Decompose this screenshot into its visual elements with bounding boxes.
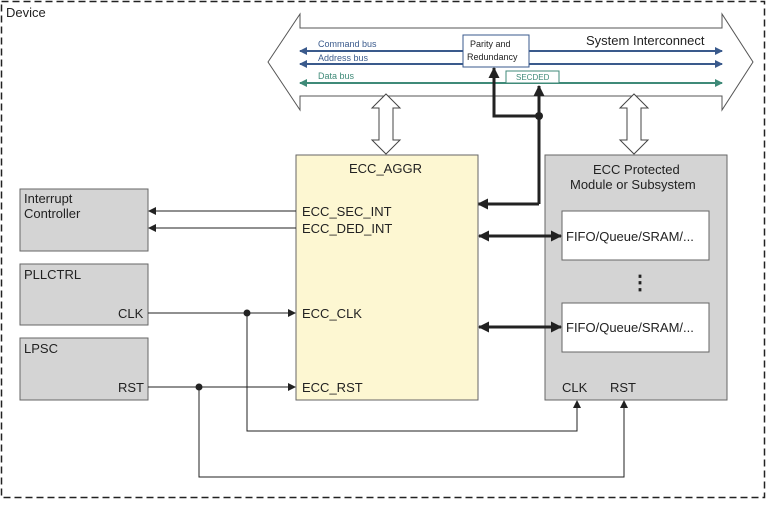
pllctrl-block <box>19 263 149 326</box>
interrupt-controller-block <box>19 188 149 252</box>
address-bus-label: Address bus <box>318 53 369 63</box>
parity-label-line2: Redundancy <box>467 52 518 62</box>
memory-block-2 <box>561 302 710 353</box>
secded-box <box>505 70 560 84</box>
memory-ellipsis: ⋮ <box>630 272 650 294</box>
data-bus-label: Data bus <box>318 71 355 81</box>
module-clk-label: CLK <box>562 380 588 395</box>
parity-error-path <box>488 67 539 118</box>
lpsc-title: LPSC <box>24 341 58 356</box>
protected-module-line2: Module or Subsystem <box>570 177 696 192</box>
lpsc-block <box>19 337 149 401</box>
ecc-clk-label: ECC_CLK <box>302 306 362 321</box>
ecc-aggr-title: ECC_AGGR <box>349 161 422 176</box>
memory-block-2-label: FIFO/Queue/SRAM/... <box>566 320 694 335</box>
parity-redundancy-box <box>462 34 530 68</box>
rst-branch-wire <box>198 387 628 478</box>
pllctrl-clk-label: CLK <box>118 306 144 321</box>
pllctrl-title: PLLCTRL <box>24 267 81 282</box>
interrupt-controller-line1: Interrupt <box>24 191 73 206</box>
aggr-interconnect-link <box>370 93 402 155</box>
protected-module-line1: ECC Protected <box>593 162 680 177</box>
module-interconnect-link <box>618 93 650 155</box>
junction-dot <box>535 112 543 120</box>
interrupt-controller-line2: Controller <box>24 206 81 221</box>
clk-branch-wire <box>246 313 581 432</box>
ecc-aggr-block <box>295 154 479 401</box>
interconnect-title: System Interconnect <box>586 33 705 48</box>
ecc-rst-label: ECC_RST <box>302 380 363 395</box>
memory-block-1-label: FIFO/Queue/SRAM/... <box>566 229 694 244</box>
secded-label: SECDED <box>516 73 550 82</box>
ecc-sec-int-label: ECC_SEC_INT <box>302 204 392 219</box>
ecc-protected-module-block <box>544 154 728 401</box>
command-bus-label: Command bus <box>318 39 377 49</box>
ecc-ded-int-label: ECC_DED_INT <box>302 221 392 236</box>
module-rst-label: RST <box>610 380 636 395</box>
parity-label-line1: Parity and <box>470 39 511 49</box>
memory-block-1 <box>561 210 710 261</box>
device-label: Device <box>6 5 46 20</box>
lpsc-rst-label: RST <box>118 380 144 395</box>
